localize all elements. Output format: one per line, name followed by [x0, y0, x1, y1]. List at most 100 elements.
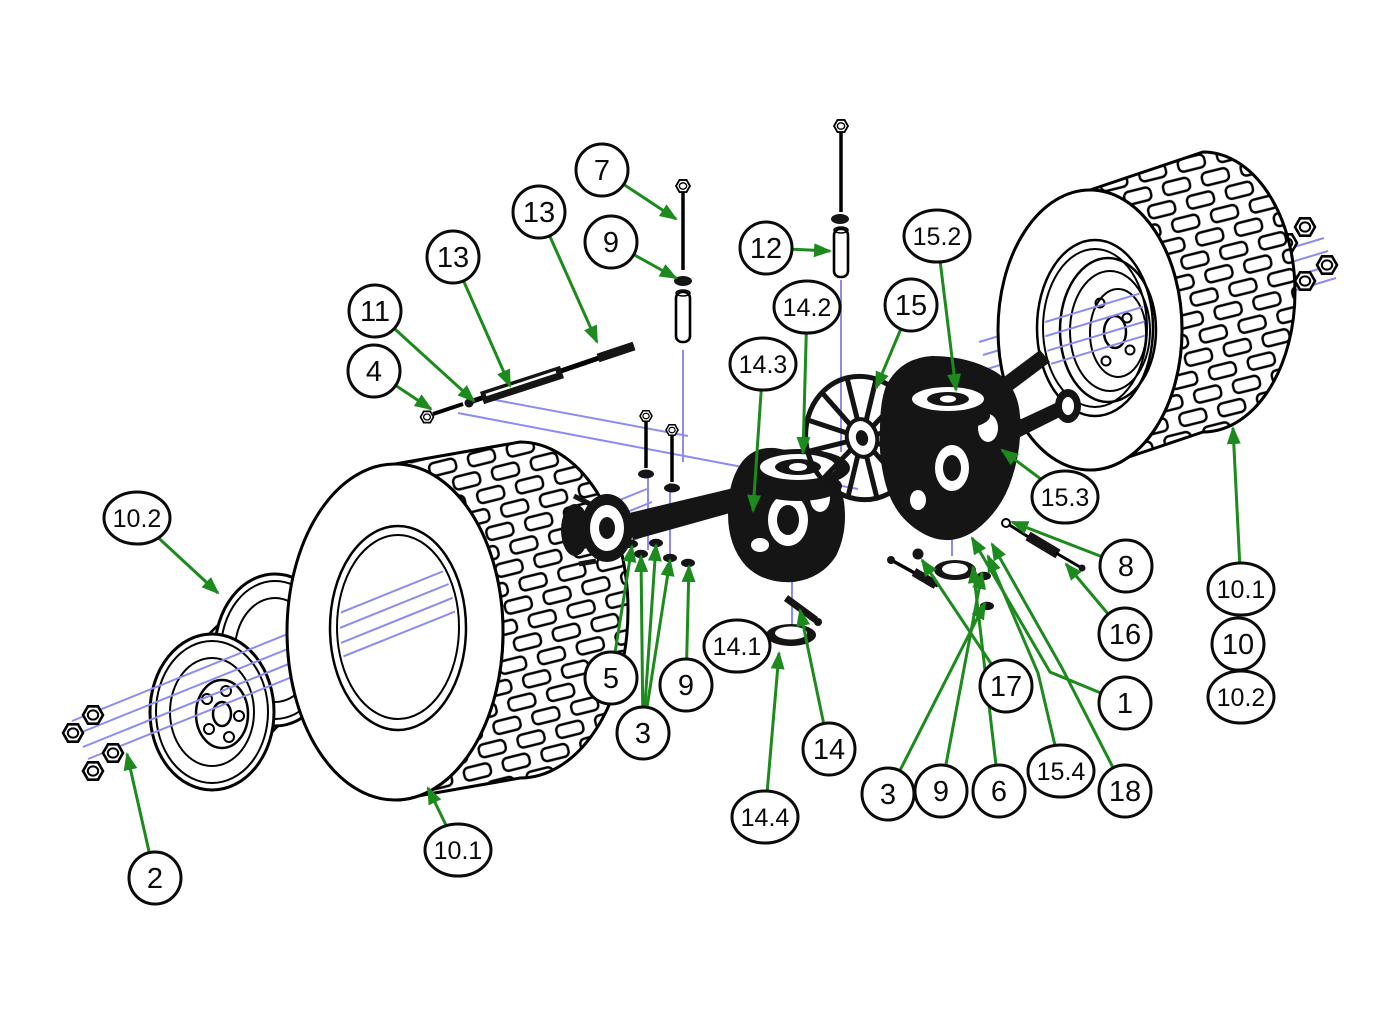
balloon-label: 14.2 [783, 294, 832, 322]
leader-arrow-3 [634, 554, 649, 734]
callout-15.3[interactable]: 15.3 [1030, 469, 1100, 525]
balloon-label: 15.4 [1037, 758, 1086, 786]
bolt-head [833, 119, 849, 133]
callout-14.1[interactable]: 14.1 [702, 618, 772, 674]
balloon-circle[interactable] [347, 283, 403, 339]
callout-7[interactable]: 7 [574, 142, 630, 198]
washers-left-cluster [624, 538, 695, 568]
callout-11[interactable]: 11 [347, 283, 403, 339]
balloon-label: 9 [603, 227, 619, 259]
balloon-circle[interactable] [913, 763, 969, 819]
callout-10[interactable]: 10 [1210, 616, 1266, 672]
callout-3[interactable]: 3 [615, 705, 671, 761]
balloon-circle[interactable] [1097, 606, 1153, 662]
tire-sidewall [285, 462, 505, 802]
balloon-circle[interactable] [1097, 763, 1153, 819]
callout-10.1[interactable]: 10.1 [1206, 561, 1276, 617]
balloon-circle[interactable] [883, 277, 939, 333]
balloon-label: 3 [880, 779, 896, 811]
balloon-circle[interactable] [1026, 743, 1096, 799]
balloon-label: 1 [1117, 688, 1133, 720]
transaxle-left [728, 447, 850, 583]
balloon-circle[interactable] [801, 721, 857, 777]
balloon-circle[interactable] [738, 220, 794, 276]
balloon-label: 17 [990, 671, 1022, 703]
callout-10.1[interactable]: 10.1 [423, 822, 493, 878]
callout-9[interactable]: 9 [583, 214, 639, 270]
balloon-circle[interactable] [583, 650, 639, 706]
callout-3[interactable]: 3 [860, 766, 916, 822]
balloon-label: 11 [360, 296, 390, 328]
balloon-circle[interactable] [615, 705, 671, 761]
balloon-circle[interactable] [978, 658, 1034, 714]
callout-14.4[interactable]: 14.4 [730, 789, 800, 845]
balloon-circle[interactable] [658, 657, 714, 713]
balloon-circle[interactable] [728, 336, 798, 392]
callout-10.2[interactable]: 10.2 [1206, 669, 1276, 725]
callout-13[interactable]: 13 [425, 229, 481, 285]
rim-inside-tire [1058, 256, 1158, 404]
balloon-circle[interactable] [425, 229, 481, 285]
leader-arrow-18 [990, 542, 1127, 792]
balloon-circle[interactable] [574, 142, 630, 198]
balloon-circle[interactable] [127, 850, 183, 906]
balloon-label: 9 [678, 670, 694, 702]
callout-15[interactable]: 15 [883, 277, 939, 333]
balloon-circle[interactable] [511, 184, 567, 240]
balloon-circle[interactable] [1206, 561, 1276, 617]
callout-15.2[interactable]: 15.2 [902, 208, 972, 264]
balloon-circle[interactable] [702, 618, 772, 674]
balloon-circle[interactable] [971, 763, 1027, 819]
callout-17[interactable]: 17 [978, 658, 1034, 714]
balloon-circle[interactable] [102, 490, 172, 546]
balloon-label: 3 [635, 718, 651, 750]
balloon-label: 9 [933, 776, 949, 808]
callout-16[interactable]: 16 [1097, 606, 1153, 662]
balloon-label: 13 [437, 242, 469, 274]
tire-right [996, 150, 1297, 472]
balloon-circle[interactable] [423, 822, 493, 878]
balloon-label: 10.2 [1217, 684, 1266, 712]
brake-rod [887, 548, 939, 589]
callout-8[interactable]: 8 [1098, 538, 1154, 594]
balloon-label: 15 [895, 290, 927, 322]
balloon-label: 14.3 [739, 351, 788, 379]
callout-2[interactable]: 2 [127, 850, 183, 906]
callout-10.2[interactable]: 10.2 [102, 490, 172, 546]
balloon-circle[interactable] [1206, 669, 1276, 725]
callout-13[interactable]: 13 [511, 184, 567, 240]
callout-14[interactable]: 14 [801, 721, 857, 777]
callout-9[interactable]: 9 [658, 657, 714, 713]
balloon-circle[interactable] [730, 789, 800, 845]
balloon-label: 2 [147, 863, 163, 895]
callout-12[interactable]: 12 [738, 220, 794, 276]
bolt-column-7 [674, 179, 692, 344]
balloon-label: 16 [1109, 619, 1141, 651]
callout-9[interactable]: 9 [913, 763, 969, 819]
balloon-label: 5 [603, 663, 619, 695]
balloon-circle[interactable] [1098, 538, 1154, 594]
callout-1[interactable]: 1 [1097, 675, 1153, 731]
balloon-circle[interactable] [1097, 675, 1153, 731]
callout-4[interactable]: 4 [346, 343, 402, 399]
balloon-label: 8 [1118, 551, 1134, 583]
balloon-circle[interactable] [346, 343, 402, 399]
leader-arrow-3 [641, 543, 662, 734]
balloon-circle[interactable] [772, 279, 842, 335]
balloon-circle[interactable] [902, 208, 972, 264]
callout-14.3[interactable]: 14.3 [728, 336, 798, 392]
lug-nut [81, 760, 105, 782]
callout-15.4[interactable]: 15.4 [1026, 743, 1096, 799]
balloon-circle[interactable] [583, 214, 639, 270]
balloon-circle[interactable] [1030, 469, 1100, 525]
callout-14.2[interactable]: 14.2 [772, 279, 842, 335]
callout-5[interactable]: 5 [583, 650, 639, 706]
bolt-column-12 [831, 119, 850, 279]
lug-nut [1293, 217, 1317, 237]
balloon-label: 13 [523, 197, 555, 229]
brake-disc [934, 560, 976, 580]
balloon-label: 15.2 [913, 223, 962, 251]
callout-6[interactable]: 6 [971, 763, 1027, 819]
callout-18[interactable]: 18 [1097, 763, 1153, 819]
